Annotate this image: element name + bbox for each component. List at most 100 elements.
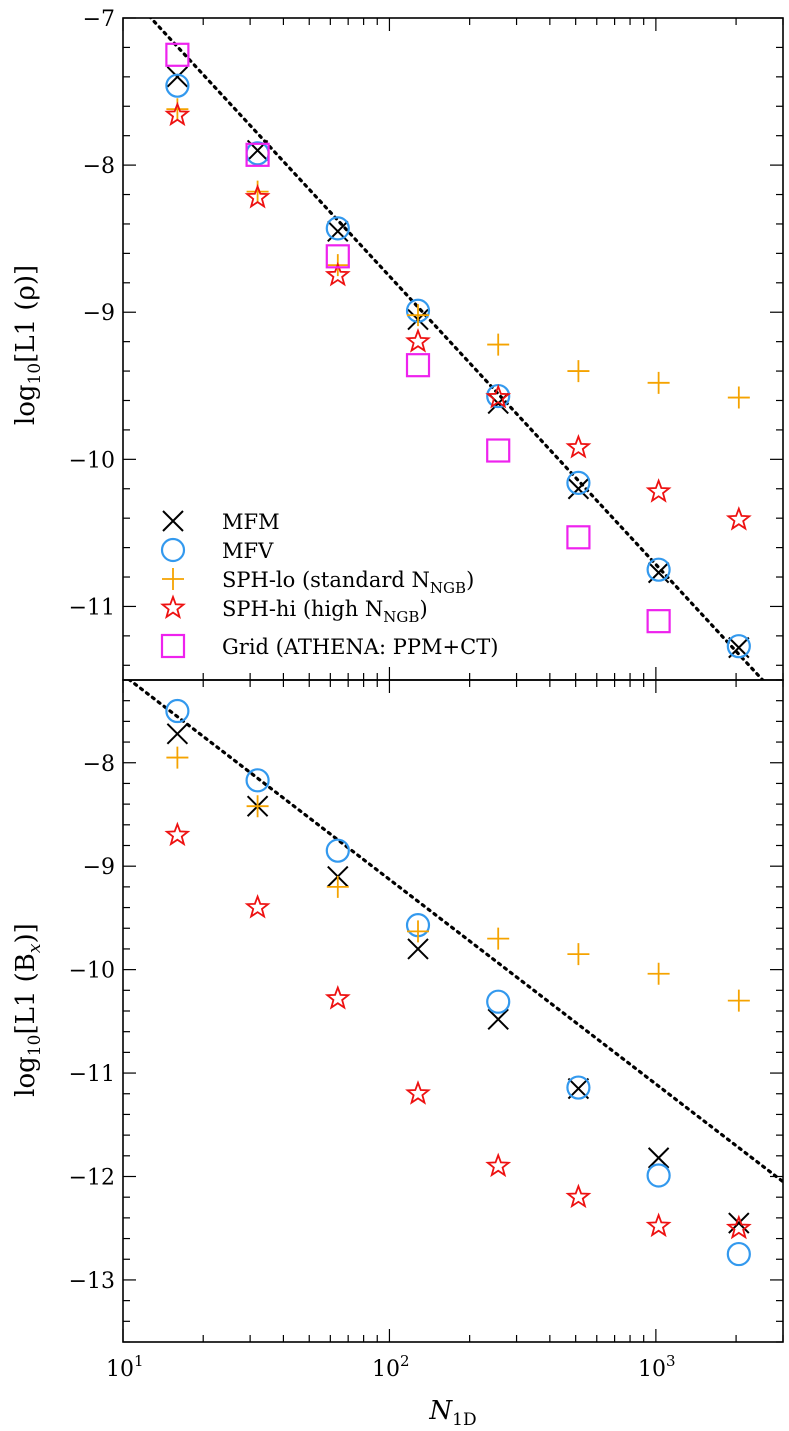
bottom-sph-lo-point-1: [246, 795, 269, 818]
legend-label-sph-lo: SPH-lo (standard NNGB): [222, 568, 474, 597]
top-guide-line: [148, 18, 765, 680]
legend-marker-mfv: [160, 537, 186, 563]
top-mfv-point-0: [165, 73, 190, 98]
bottom-sph-hi-point-0: [164, 821, 191, 847]
x-tick-labels: 101 102 103: [106, 1352, 676, 1382]
bottom-sph-hi-point-2: [324, 985, 351, 1010]
x-axis-label-sub: 1D: [452, 1410, 476, 1430]
bottom-mfv-point-4: [486, 989, 511, 1014]
bottom-sph-hi-point-4: [485, 1152, 512, 1178]
x-tick-1000-base: 10: [638, 1357, 666, 1382]
legend-label-sph-hi: SPH-hi (high NNGB): [222, 597, 428, 626]
bottom-sph-lo-point-6: [647, 962, 670, 985]
legend-label-sph-lo-end: ): [466, 568, 474, 592]
bottom-sph-hi-point-6: [645, 1212, 672, 1238]
top-sph-hi-point-6: [645, 478, 672, 503]
legend-label-mfm: MFM: [222, 510, 280, 534]
legend-label-sph-hi-main: SPH-hi (high N: [222, 597, 383, 621]
bottom-ticks: [122, 679, 784, 1343]
top-sph-hi-point-4: [485, 383, 512, 409]
bottom-sph-hi-point-7: [725, 1214, 752, 1240]
top-mfm-point-0: [166, 66, 189, 88]
top-ytick-label-2: −9: [83, 301, 115, 326]
top-panel: −7−8−9−10−11 MFM MFV SPH-lo (standard NN…: [11, 7, 784, 681]
top-grid-point-6: [646, 609, 671, 634]
bottom-ytick-labels: −8−9−10−11−12−13: [69, 752, 115, 1294]
top-ticks: [122, 17, 784, 680]
bottom-mfv-point-1: [245, 768, 270, 793]
x-tick-100-exp: 2: [400, 1352, 410, 1370]
legend: MFM MFV SPH-lo (standard NNGB) SPH-hi (h…: [160, 510, 498, 659]
top-grid-point-4: [486, 438, 511, 463]
top-mfv-point-7: [726, 634, 751, 659]
legend-marker-mfm-path: [162, 510, 184, 532]
bottom-mfv-point-6: [646, 1163, 671, 1188]
bottom-sph-lo-point-4: [487, 927, 510, 950]
top-mfm-point-5-path: [567, 478, 590, 500]
legend-label-mfv: MFV: [222, 539, 274, 563]
bottom-sph-lo-point-7: [727, 989, 750, 1012]
bottom-mfm-point-7: [728, 1212, 750, 1234]
x-axis-label-main: N: [428, 1396, 453, 1426]
top-sph-hi-point-2: [324, 261, 351, 287]
bottom-guide-layer: [127, 680, 783, 1184]
legend-marker-sph-hi: [160, 594, 186, 619]
legend-marker-grid: [160, 633, 186, 659]
top-mfv-point-1: [245, 141, 270, 166]
top-guide-layer: [148, 18, 765, 680]
bottom-y-axis-label: log10[L1 (Bx)]: [11, 923, 45, 1097]
legend-label-sph-lo-main: SPH-lo (standard N: [222, 568, 430, 592]
top-y-axis-label: log10[L1 (ρ)]: [11, 265, 45, 425]
top-sph-lo-point-5: [567, 360, 590, 383]
bottom-mfv-point-2: [325, 838, 350, 863]
top-mfm-point-5: [567, 478, 590, 500]
bottom-panel: −8−9−10−11−12−13 101 102 103 N1D log10[L…: [11, 679, 784, 1430]
bottom-mfv-point-0: [165, 698, 190, 724]
bottom-mfm-point-6-path: [647, 1147, 670, 1169]
top-sph-lo-point-1: [246, 180, 269, 203]
top-sph-hi-point-7: [725, 506, 752, 531]
legend-markers: [160, 510, 186, 659]
bottom-ylabel-prefix: log: [11, 1056, 41, 1097]
top-marks: [164, 42, 752, 659]
bottom-marks: [164, 698, 752, 1267]
legend-marker-mfm: [162, 510, 184, 532]
bottom-ylabel-body-sub: x: [25, 943, 45, 953]
bottom-ylabel-body: [L1 (B: [11, 953, 41, 1034]
legend-label-sph-lo-sub: NGB: [430, 579, 466, 597]
top-grid-point-0: [165, 42, 190, 67]
top-sph-lo-point-3: [407, 304, 430, 327]
x-tick-10-base: 10: [106, 1357, 134, 1382]
bottom-ylabel-sub: 10: [25, 1035, 45, 1057]
bottom-sph-lo-point-3: [407, 920, 430, 943]
bottom-mfm-point-3: [407, 938, 429, 960]
x-tick-10-exp: 1: [134, 1352, 144, 1370]
bottom-ytick-label-4: −12: [69, 1166, 115, 1191]
top-ylabel-prefix: log: [11, 384, 41, 425]
bottom-ytick-label-5: −13: [69, 1269, 115, 1294]
top-sph-hi-point-3: [405, 328, 431, 353]
bottom-mfm-point-0: [166, 723, 189, 745]
top-ylabel-sub: 10: [25, 363, 45, 385]
top-sph-lo-point-7: [727, 386, 750, 409]
x-tick-label-100: 102: [372, 1352, 410, 1382]
top-sph-hi-point-1: [244, 183, 271, 209]
bottom-ylabel-end: )]: [11, 923, 41, 943]
top-mfv-point-5: [566, 470, 591, 495]
bottom-ytick-label-0: −8: [83, 752, 115, 777]
top-ylabel-body: [L1 (ρ)]: [11, 265, 41, 363]
top-ytick-label-0: −7: [83, 7, 115, 32]
bottom-plot-frame: [122, 679, 784, 1343]
top-ytick-label-1: −8: [83, 154, 115, 179]
top-grid-point-1: [245, 142, 270, 167]
top-mfm-point-0-path: [166, 66, 189, 88]
x-tick-1000-exp: 3: [666, 1352, 676, 1370]
top-sph-hi-point-5: [565, 433, 592, 459]
legend-marker-sph-lo: [162, 568, 184, 590]
top-sph-hi-point-0: [164, 101, 191, 127]
top-sph-lo-point-0: [166, 98, 189, 121]
bottom-ytick-label-3: −11: [69, 1062, 115, 1087]
x-tick-label-1000: 103: [638, 1352, 676, 1382]
bottom-ytick-label-2: −10: [69, 959, 115, 984]
